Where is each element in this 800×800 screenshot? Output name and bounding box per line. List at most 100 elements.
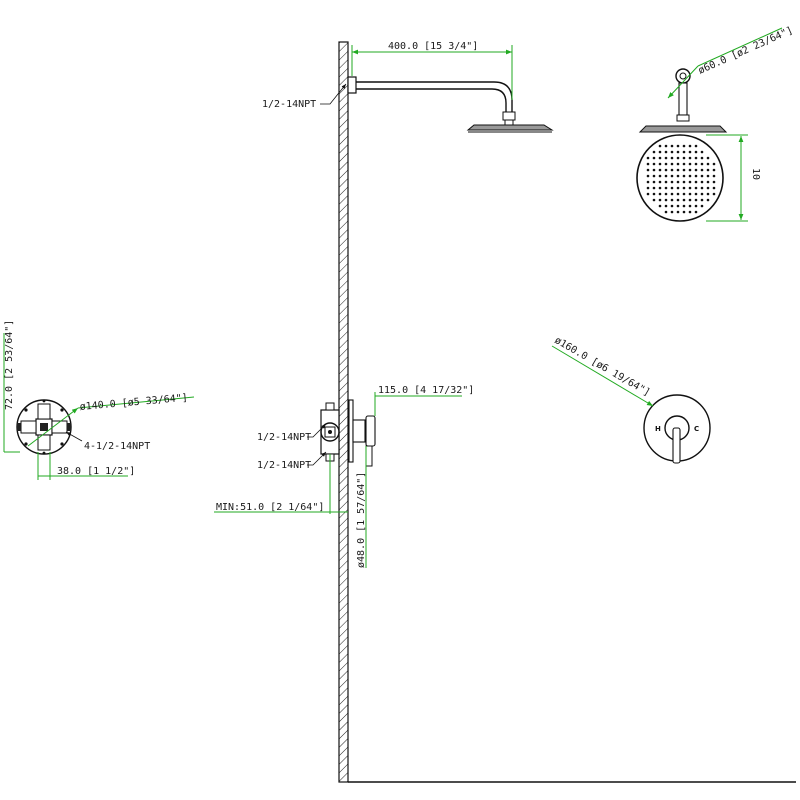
nozzle	[670, 150, 674, 154]
nozzle	[676, 186, 680, 190]
nozzle	[682, 186, 686, 190]
nozzle	[676, 168, 680, 172]
nozzle	[670, 156, 674, 160]
nozzle	[694, 162, 698, 166]
nozzle	[676, 144, 680, 148]
valve-width-dimension: 38.0 [1 1/2"]	[37, 452, 135, 480]
nozzle	[652, 156, 656, 160]
nozzle	[682, 174, 686, 178]
nozzle	[670, 186, 674, 190]
nozzle	[658, 162, 662, 166]
valve-width-label: 38.0 [1 1/2"]	[57, 466, 135, 477]
valve-height-label: 72.0 [2 53/64"]	[4, 320, 15, 410]
valve-rough-in-front-view	[16, 399, 72, 455]
nozzle	[670, 174, 674, 178]
nozzle	[682, 192, 686, 196]
nozzle	[682, 144, 686, 148]
hot-indicator: H	[655, 425, 661, 433]
nozzle	[676, 198, 680, 202]
nozzle	[700, 198, 704, 202]
nozzle	[694, 186, 698, 190]
nozzle	[688, 198, 692, 202]
nozzle	[652, 150, 656, 154]
nozzle	[676, 180, 680, 184]
nozzle	[670, 162, 674, 166]
nozzle	[646, 180, 650, 184]
trim-diameter-dimension: ø160.0 [ø6 19/64"]	[551, 335, 654, 407]
nozzle	[682, 180, 686, 184]
nozzle	[694, 192, 698, 196]
nozzle	[712, 162, 716, 166]
nozzle	[706, 174, 710, 178]
nozzle	[676, 174, 680, 178]
nozzle	[694, 198, 698, 202]
nozzle	[664, 210, 668, 214]
nozzle	[658, 150, 662, 154]
shower-arm-side-view	[347, 76, 554, 133]
nozzle	[694, 174, 698, 178]
nozzle	[676, 162, 680, 166]
nozzle	[688, 156, 692, 160]
nozzle	[646, 168, 650, 172]
nozzle	[664, 186, 668, 190]
cold-indicator: C	[694, 425, 699, 433]
nozzle	[682, 162, 686, 166]
nozzle	[712, 180, 716, 184]
nozzle	[706, 162, 710, 166]
nozzle	[688, 192, 692, 196]
nozzle-grid	[646, 144, 716, 214]
nozzle	[670, 210, 674, 214]
nozzle	[652, 180, 656, 184]
valve-diameter-dimension: ø140.0 [ø5 33/64"]	[27, 393, 195, 447]
nozzle	[706, 192, 710, 196]
min-wall-label: MIN:51.0 [2 1/64"]	[216, 502, 324, 513]
valve-ports-note: 4-1/2-14NPT	[65, 431, 150, 452]
trim-diameter-label: ø160.0 [ø6 19/64"]	[553, 335, 652, 399]
head-height-label: 10	[750, 168, 761, 180]
nozzle	[652, 162, 656, 166]
body-diameter-dimension: ø48.0 [1 57/64"]	[356, 446, 367, 568]
arm-thread-label: 1/2-14NPT	[262, 99, 316, 110]
nozzle	[658, 144, 662, 148]
nozzle	[646, 162, 650, 166]
nozzle	[694, 150, 698, 154]
nozzle	[646, 174, 650, 178]
nozzle	[658, 180, 662, 184]
nozzle	[658, 168, 662, 172]
nozzle	[700, 150, 704, 154]
wall	[338, 41, 796, 783]
nozzle	[688, 204, 692, 208]
nozzle	[658, 174, 662, 178]
nozzle	[688, 186, 692, 190]
nozzle	[676, 156, 680, 160]
nozzle	[676, 210, 680, 214]
nozzle	[694, 156, 698, 160]
nozzle	[712, 192, 716, 196]
nozzle	[664, 180, 668, 184]
valve-diameter-label: ø140.0 [ø5 33/64"]	[79, 393, 188, 413]
nozzle	[688, 180, 692, 184]
arm-thread-note: 1/2-14NPT	[262, 83, 347, 110]
nozzle	[688, 144, 692, 148]
body-diameter-label: ø48.0 [1 57/64"]	[356, 472, 367, 568]
flange-diameter-label: ø60.0 [ø2 23/64"]	[697, 25, 795, 77]
valve-depth-label: 115.0 [4 17/32"]	[378, 385, 474, 396]
nozzle	[688, 162, 692, 166]
nozzle	[670, 180, 674, 184]
nozzle	[664, 144, 668, 148]
head-height-dimension: 10	[706, 134, 761, 222]
nozzle	[664, 150, 668, 154]
valve-inlet-top-note: 1/2-14NPT	[257, 423, 327, 443]
valve-height-dimension: 72.0 [2 53/64"]	[3, 320, 20, 453]
nozzle	[700, 168, 704, 172]
valve-inlet-bottom-label: 1/2-14NPT	[257, 460, 311, 471]
nozzle	[658, 192, 662, 196]
nozzle	[658, 198, 662, 202]
nozzle	[670, 198, 674, 202]
nozzle	[700, 180, 704, 184]
nozzle	[676, 150, 680, 154]
nozzle	[664, 198, 668, 202]
nozzle	[664, 156, 668, 160]
min-wall-dimension: MIN:51.0 [2 1/64"]	[214, 454, 348, 514]
